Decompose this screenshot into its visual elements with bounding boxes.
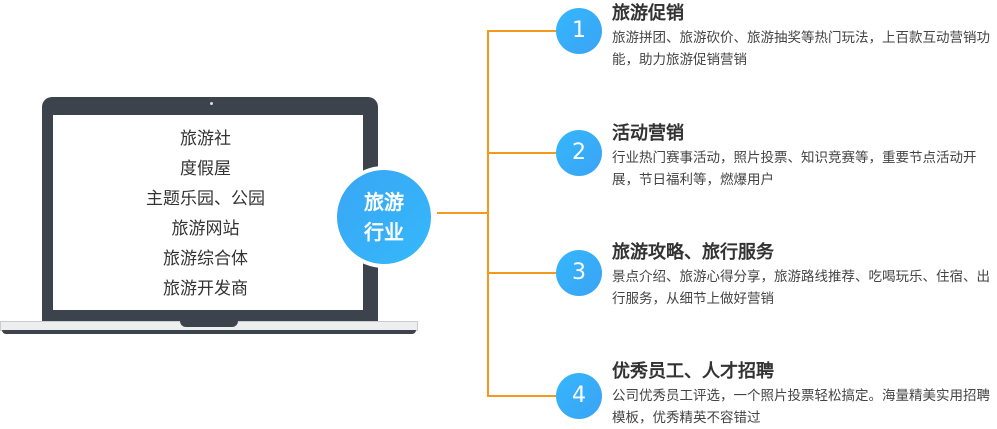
feature-title: 活动营销 [612,123,684,144]
feature-desc: 景点介绍、旅游心得分享，旅游路线推荐、吃喝玩乐、住宿、出行服务，从细节上做好营销 [612,269,990,307]
industry-item: 旅游开发商 [163,279,248,299]
industry-item: 度假屋 [180,159,231,179]
hub-line2: 行业 [364,220,404,244]
laptop-screen [53,115,363,310]
connector-branch [487,152,557,154]
connector-branch [487,30,557,32]
feature-title: 优秀员工、人才招聘 [612,361,774,382]
industry-item: 旅游综合体 [163,249,248,269]
hub-line1: 旅游 [364,190,404,214]
connector-main [437,212,489,214]
laptop-base-edge [2,330,416,334]
camera-dot [210,102,213,105]
feature-desc: 旅游拼团、旅游砍价、旅游抽奖等热门玩法，上百款互动营销功能，助力旅游促销营销 [612,30,990,68]
hub-circle: 旅游 行业 [333,166,435,268]
connector-branch [487,395,557,397]
feature-title: 旅游促销 [612,3,684,24]
feature-desc: 公司优秀员工评选，一个照片投票轻松搞定。海量精美实用招聘模板，优秀精英不容错过 [612,388,990,426]
industry-item: 旅游社 [180,129,231,149]
feature-desc: 行业热门赛事活动，照片投票、知识竞赛等，重要节点活动开展，节日福利等，燃爆用户 [612,150,977,188]
laptop-notch [180,321,238,327]
number-badge: 1 [556,8,602,54]
feature-title: 旅游攻略、旅行服务 [612,242,774,263]
number-badge: 3 [556,250,602,296]
number-badge: 2 [556,130,602,176]
industry-item: 主题乐园、公园 [146,189,265,209]
number-badge: 4 [556,373,602,419]
industry-list: 旅游社 度假屋 主题乐园、公园 旅游网站 旅游综合体 旅游开发商 [53,124,358,304]
connector-trunk [487,31,489,397]
industry-item: 旅游网站 [171,219,240,239]
connector-branch [487,272,557,274]
